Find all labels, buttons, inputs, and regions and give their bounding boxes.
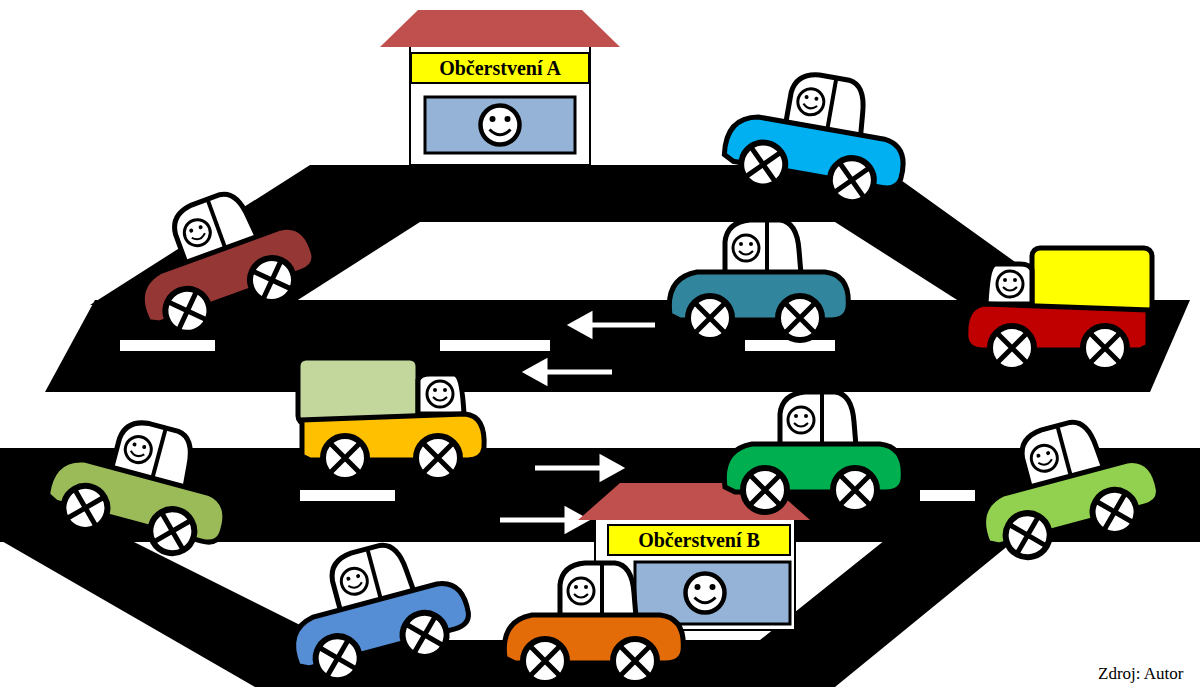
car xyxy=(724,392,903,512)
lower-loop-road xyxy=(0,540,1015,687)
truck xyxy=(298,358,484,480)
direction-arrow xyxy=(540,370,612,375)
snack-bar-building-a xyxy=(380,10,620,165)
direction-arrow xyxy=(535,466,607,471)
lane-dash xyxy=(300,490,395,501)
car xyxy=(963,405,1167,567)
lane-dash xyxy=(920,490,975,501)
shop-name: Občerstvení B xyxy=(638,529,760,552)
direction-arrow-head xyxy=(527,362,545,382)
shop-sign: Občerstvení B xyxy=(607,524,791,556)
direction-arrow-head xyxy=(572,315,590,335)
car xyxy=(719,61,916,210)
vehicles xyxy=(40,61,1167,687)
lane-dash xyxy=(120,340,215,351)
lane-markings xyxy=(120,340,1140,501)
building-window xyxy=(425,97,575,153)
source-note: Zdroj: Autor xyxy=(1098,664,1183,684)
lane-dash xyxy=(745,340,835,351)
direction-arrow xyxy=(500,518,572,523)
vendor-face xyxy=(481,106,520,145)
direction-arrow-head xyxy=(602,458,620,478)
car xyxy=(273,528,477,687)
vendor-face xyxy=(686,574,725,613)
roads xyxy=(0,165,1200,687)
building-roof xyxy=(380,10,620,47)
car xyxy=(669,220,848,340)
direction-arrow xyxy=(585,323,655,328)
building-wall xyxy=(410,45,590,165)
car xyxy=(40,403,244,565)
truck xyxy=(966,248,1152,370)
shop-sign: Občerstvení A xyxy=(410,52,590,84)
car xyxy=(504,563,683,683)
lane-dash xyxy=(440,340,550,351)
shop-name: Občerstvení A xyxy=(439,57,561,80)
car xyxy=(116,171,325,345)
